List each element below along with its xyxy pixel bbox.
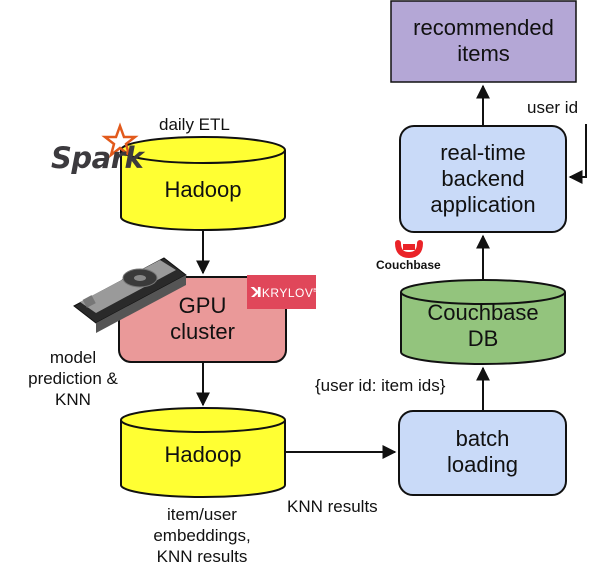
couchbase-logo-text: Couchbase [376,258,441,272]
couchbase-db-label: Couchbase DB [427,300,539,351]
krylov-logo-text: ꓘKRYLOVBETA [251,284,326,300]
hadoop-top-cylinder [120,136,286,231]
spark-logo-text: Spark [51,141,144,175]
hadoop-bottom-label: Hadoop [164,442,242,467]
recommended-items-label: recommended items [413,15,554,66]
user-id-label: user id [527,98,579,117]
krylov-beta: BETA [313,288,327,294]
krylov-logo-badge [247,275,316,309]
hadoop-top-label: Hadoop [164,177,242,202]
backend-app-label: real-time backend application [430,140,536,217]
krylov-name: KRYLOV [261,286,314,300]
user-item-ids-label: {user id: item ids} [315,376,446,395]
daily-etl-label: daily ETL [159,115,230,134]
embeddings-label: item/user embeddings, KNN results [153,505,251,566]
gpu-card-icon [73,257,187,333]
krylov-k-icon: ꓘ [251,284,262,300]
batch-loading-label: batch loading [447,426,518,477]
model-prediction-label: model prediction & KNN [28,348,118,409]
recommended-items-box [390,0,577,83]
hadoop-bottom-cylinder [120,407,286,498]
spark-star-icon [101,122,139,159]
couchbase-logo-icon [395,240,423,259]
gpu-cluster-label: GPU cluster [170,293,235,344]
knn-results-label: KNN results [287,497,378,516]
arrow-user-id-to-backend [568,124,587,184]
